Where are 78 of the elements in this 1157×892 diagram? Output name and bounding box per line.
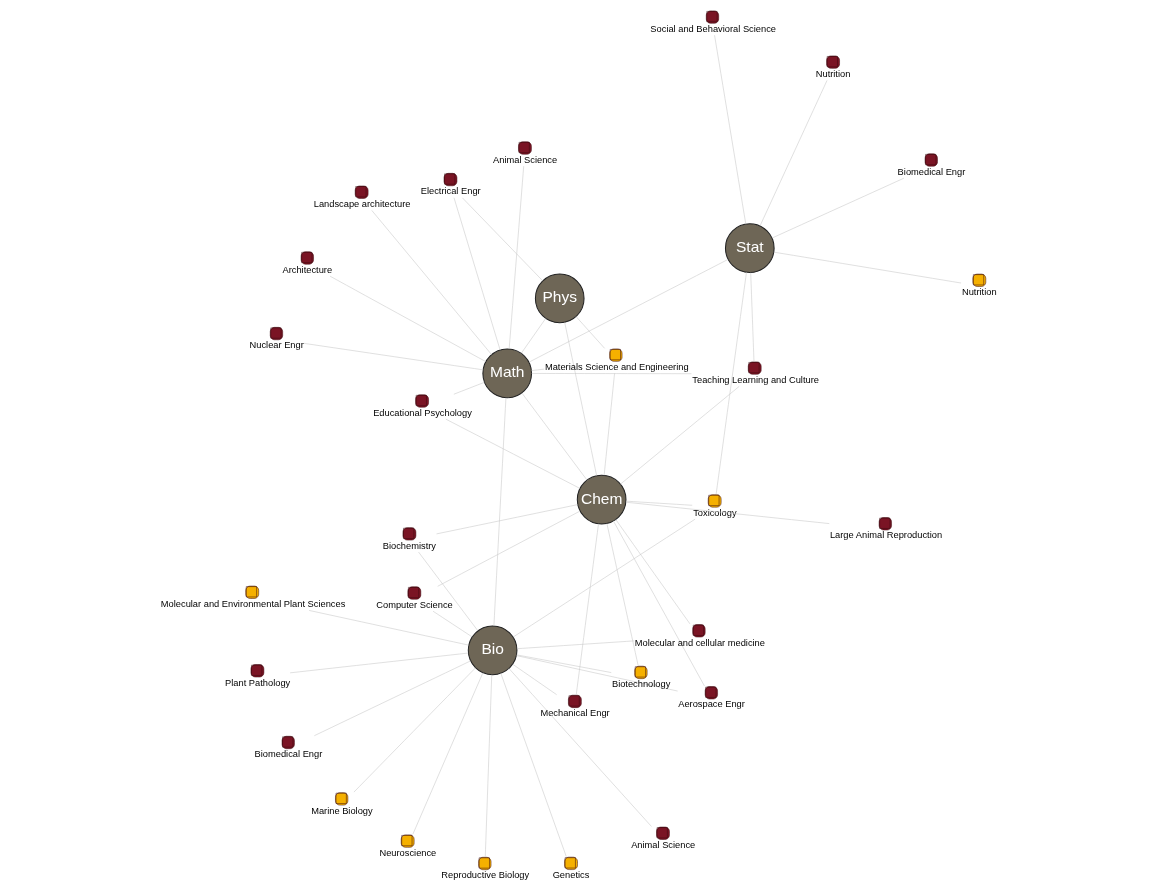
connector bbox=[500, 673, 567, 857]
connector bbox=[432, 610, 473, 638]
node-label: Mechanical Engr bbox=[540, 708, 610, 719]
node-label: Marine Biology bbox=[311, 805, 373, 816]
connector bbox=[564, 321, 597, 477]
node-label: Nuclear Engr bbox=[249, 340, 304, 351]
node-label: Biomedical Engr bbox=[254, 749, 323, 760]
connector bbox=[308, 610, 470, 646]
connector bbox=[462, 197, 543, 282]
connector bbox=[493, 397, 507, 627]
node-label: Educational Psychology bbox=[373, 407, 472, 418]
node-circle: Chem bbox=[576, 474, 627, 525]
node-label: Animal Science bbox=[493, 154, 558, 165]
connector bbox=[453, 197, 501, 351]
node-label: Biochemistry bbox=[382, 540, 436, 551]
connector bbox=[453, 382, 485, 395]
node-label: Neuroscience bbox=[379, 847, 437, 858]
connector bbox=[508, 165, 524, 350]
connector bbox=[615, 519, 691, 625]
connector bbox=[508, 668, 652, 827]
connector bbox=[516, 654, 612, 673]
connector bbox=[516, 655, 678, 692]
connector bbox=[771, 177, 905, 239]
node-label: Landscape architecture bbox=[313, 198, 411, 209]
connector bbox=[512, 664, 557, 695]
node-label: Plant Pathology bbox=[225, 677, 291, 688]
node-label: Reproductive Biology bbox=[441, 870, 530, 881]
connector bbox=[412, 672, 484, 835]
node-label: Genetics bbox=[552, 870, 590, 881]
node-label: Materials Science and Engineering bbox=[544, 361, 689, 372]
connector bbox=[759, 80, 828, 227]
connector bbox=[445, 418, 581, 489]
connector bbox=[371, 210, 492, 355]
node-label: Animal Science bbox=[631, 839, 696, 850]
node-label: Molecular and Environmental Plant Sciences bbox=[160, 599, 346, 609]
connector bbox=[485, 674, 493, 857]
connector bbox=[625, 500, 693, 506]
node-label: Large Animal Reproduction bbox=[829, 530, 943, 541]
connector bbox=[714, 34, 747, 225]
node-circle: Bio bbox=[467, 625, 518, 676]
connector bbox=[303, 343, 484, 371]
connector bbox=[528, 259, 729, 363]
connector bbox=[314, 660, 471, 736]
node-label: Aerospace Engr bbox=[678, 699, 745, 710]
node-label: Nutrition bbox=[815, 68, 851, 79]
connector bbox=[715, 272, 747, 495]
node-circle: Stat bbox=[724, 223, 775, 273]
connector bbox=[289, 652, 469, 674]
connector bbox=[575, 316, 605, 349]
node-label: Biotechnology bbox=[611, 679, 671, 690]
node-circle: Phys bbox=[534, 273, 585, 324]
connector bbox=[436, 504, 578, 535]
node-label: Computer Science bbox=[376, 599, 453, 610]
connector bbox=[620, 386, 740, 485]
connector bbox=[437, 510, 581, 587]
connector bbox=[575, 523, 599, 695]
node-label: Teaching Learning and Culture bbox=[692, 374, 819, 385]
connector bbox=[521, 318, 546, 354]
node-label: Nutrition bbox=[961, 287, 997, 298]
connector bbox=[329, 275, 487, 362]
node-label: Social and Behavioral Science bbox=[650, 23, 776, 34]
connector bbox=[606, 523, 639, 666]
connector bbox=[773, 251, 962, 284]
node-circle: Math bbox=[482, 348, 533, 399]
node-label: Electrical Engr bbox=[420, 186, 481, 197]
node-label: Toxicology bbox=[693, 507, 737, 518]
node-label: Architecture bbox=[282, 264, 333, 275]
connector bbox=[603, 373, 615, 476]
node-label: Molecular and cellular medicine bbox=[634, 637, 765, 648]
connector bbox=[353, 667, 476, 793]
connector bbox=[613, 520, 705, 687]
connector bbox=[521, 392, 588, 481]
connector bbox=[516, 640, 635, 649]
connector bbox=[418, 551, 479, 632]
connector bbox=[625, 501, 830, 524]
connector bbox=[750, 272, 755, 362]
node-label: Biomedical Engr bbox=[897, 166, 966, 177]
connector bbox=[512, 518, 696, 638]
